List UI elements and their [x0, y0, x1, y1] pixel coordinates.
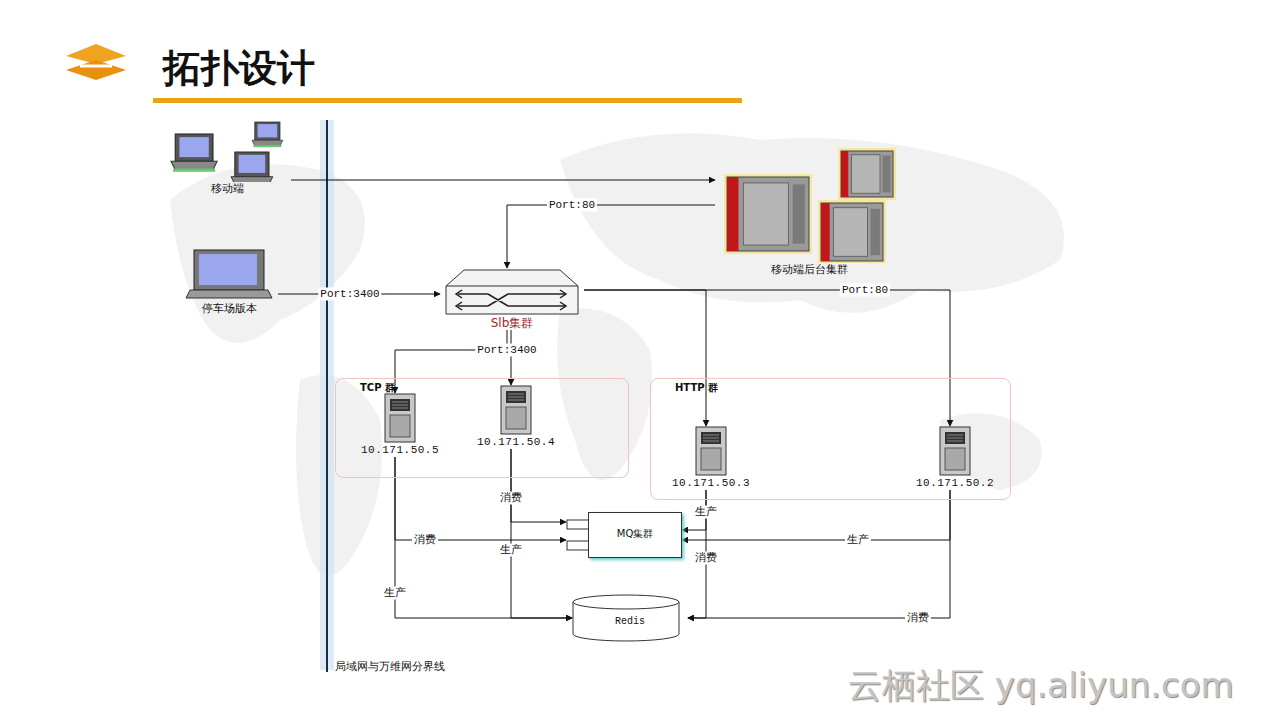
edge-label: Port:3400: [318, 288, 381, 301]
tcp-server: 10.171.50.4: [467, 385, 565, 449]
node-text: 10.171.50.4: [467, 435, 565, 449]
edge-label: Port:3400: [475, 344, 538, 357]
queue-tabs: [566, 510, 590, 560]
node-text: Redis: [572, 615, 688, 629]
node-text: 10.171.50.5: [351, 443, 449, 457]
edge-label: 消费: [412, 534, 438, 547]
node-text: 10.171.50.3: [662, 476, 760, 490]
watermark: 云栖社区 yq.aliyun.com: [848, 664, 1234, 706]
page-title: 拓扑设计: [163, 44, 315, 92]
server-cluster-icon: [719, 145, 899, 263]
http-server: 10.171.50.3: [662, 426, 760, 490]
mq-cluster: MQ集群: [566, 510, 682, 560]
node-text: 10.171.50.2: [906, 476, 1004, 490]
server-group: HTTP 群 10.171.50.3 10.171.50.2: [650, 378, 1011, 500]
world-map-watermark: [170, 133, 1064, 576]
node-text: Slb集群: [440, 316, 584, 330]
node-text: 停车场版本: [180, 302, 278, 316]
node-text: HTTP 群: [651, 379, 1010, 395]
connector: [395, 330, 507, 393]
edge-label: 消费: [905, 612, 931, 625]
connector: [682, 490, 950, 540]
logo-icon: [66, 44, 126, 80]
edge-label: 消费: [693, 552, 719, 565]
slb-switch: Slb集群: [440, 268, 584, 330]
backend-cluster: 移动端后台集群: [715, 145, 903, 277]
node-text: TCP 群: [336, 379, 628, 395]
node-text: MQ集群: [588, 527, 682, 541]
connector: [584, 290, 706, 426]
desktop-icon: [184, 248, 274, 302]
tcp-server: 10.171.50.5: [351, 393, 449, 457]
edge-label: 生产: [693, 506, 719, 519]
connector: [688, 490, 950, 618]
connector: [291, 180, 715, 181]
edge-label: 消费: [498, 492, 524, 505]
mobile-client: 移动端: [163, 120, 291, 196]
edge-label: 生产: [845, 534, 871, 547]
boundary-line: [326, 120, 328, 672]
title-underline: [153, 98, 742, 103]
node-text: 移动端: [163, 182, 291, 196]
edge-label: 生产: [382, 587, 408, 600]
connector: [511, 449, 572, 618]
parking-client: 停车场版本: [180, 248, 278, 316]
server-icon: [499, 385, 533, 435]
connector: [507, 205, 715, 268]
switch-icon: [444, 268, 580, 316]
boundary-note: 局域网与万维网分界线: [335, 660, 465, 673]
connector: [395, 457, 566, 540]
connector: [511, 330, 512, 385]
edge-label: Port:80: [840, 284, 890, 297]
connector: [511, 449, 566, 522]
http-server: 10.171.50.2: [906, 426, 1004, 490]
server-icon: [938, 426, 972, 476]
server-group: TCP 群 10.171.50.5 10.171.50.4: [335, 378, 629, 478]
server-icon: [383, 393, 417, 443]
edge-label: Port:80: [547, 199, 597, 212]
server-icon: [694, 426, 728, 476]
redis-store: Redis: [572, 594, 688, 642]
node-text: 移动端后台集群: [715, 263, 903, 277]
connector: [584, 290, 950, 426]
laptop-icons: [167, 120, 287, 182]
connector: [395, 457, 572, 618]
edge-label: 生产: [498, 544, 524, 557]
